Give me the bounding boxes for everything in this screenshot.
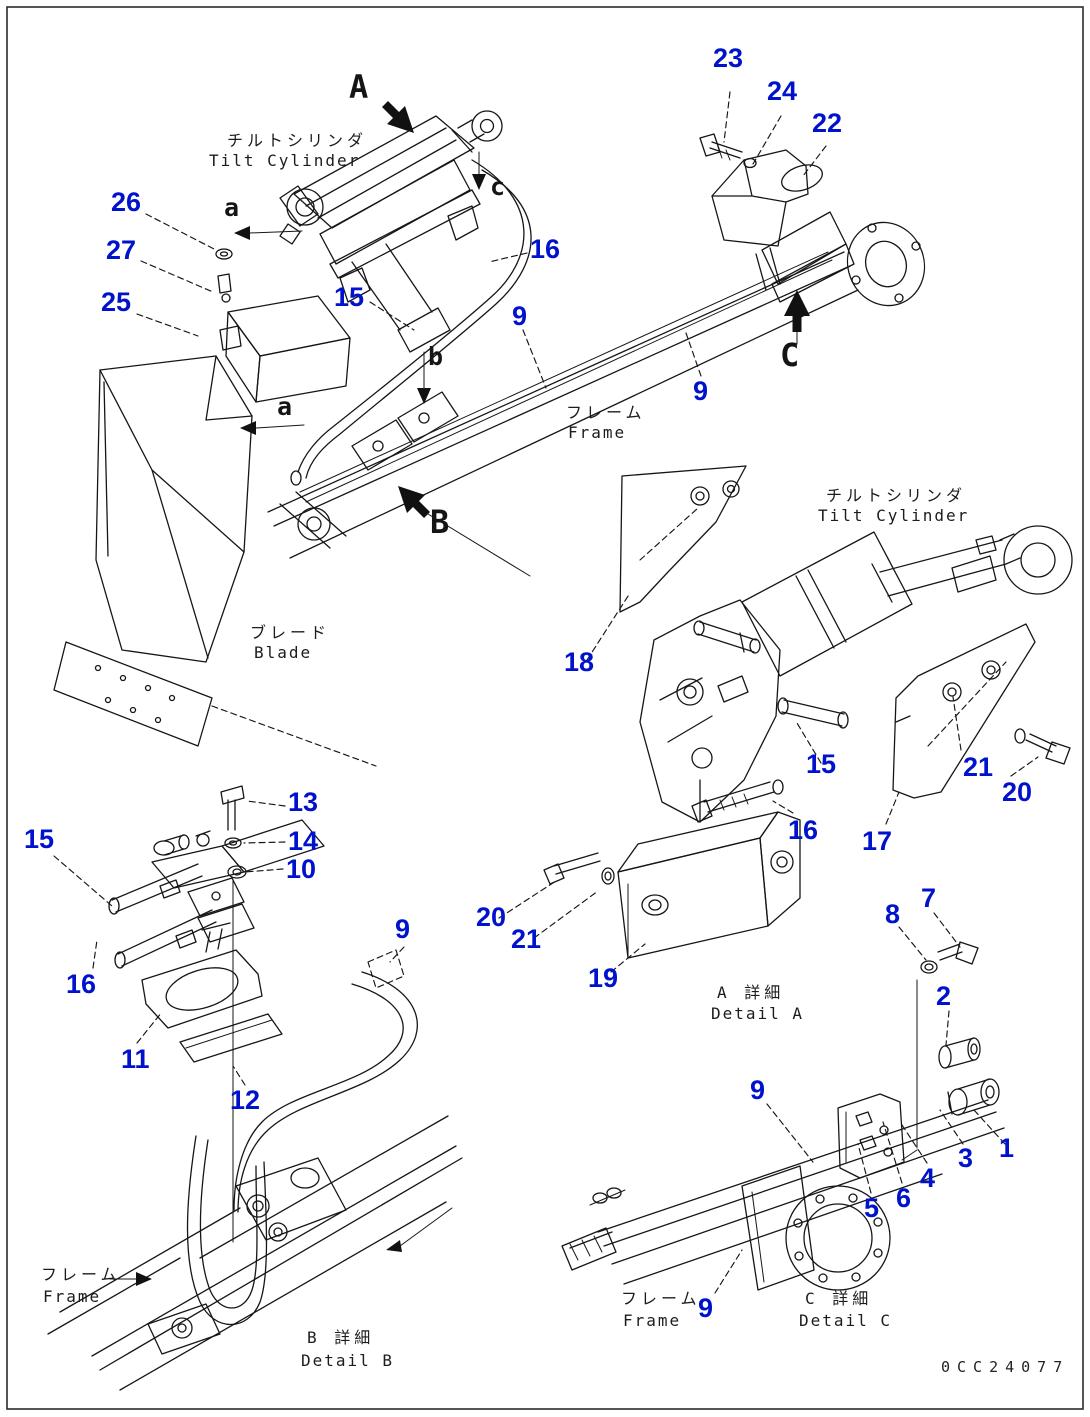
callout-1-31: 1 [999,1133,1015,1163]
callout-9-36: 9 [698,1293,714,1323]
callout-15-11: 15 [806,749,837,779]
callout-21-12: 21 [963,752,994,782]
callout-9-30: 9 [750,1075,766,1105]
detail-c-label-jp: C 詳細 [805,1289,873,1308]
connection-letter-a-2: a [277,392,293,421]
view-arrow-letter-A: A [349,68,369,106]
detail-a-art [543,465,1073,959]
tilt-cylinder-label-en: Tilt Cylinder [209,151,361,170]
connection-letter-b: b [428,342,444,371]
callout-14-17: 14 [288,826,319,856]
callout-21-25: 21 [511,924,542,954]
frame-label-b-jp: フレーム [41,1265,121,1284]
frame-label-main-jp: フレーム [566,403,646,422]
tilt-cylinder-main-art [279,110,503,353]
callout-16-14: 16 [788,815,819,845]
callout-13-16: 13 [288,787,319,817]
callout-23-0: 23 [713,43,744,73]
detail-b-label-en: Detail B [301,1351,395,1370]
view-arrow-letter-C: C [780,336,800,374]
callout-7-28: 7 [921,883,937,913]
frame-label-b-en: Frame [43,1287,102,1306]
leader-lines [53,91,1039,1294]
callout-8-27: 8 [885,899,901,929]
callout-27-4: 27 [106,235,137,265]
callout-17-15: 17 [862,826,893,856]
callout-22-2: 22 [812,108,843,138]
detail-c-label-en: Detail C [799,1311,893,1330]
callout-19-26: 19 [588,963,619,993]
view-arrows [109,101,810,1286]
connection-letter-a-1: a [224,193,240,222]
frame-label-c-en: Frame [623,1311,682,1330]
detail-b-art [47,785,463,1391]
blade-label-jp: ブレード [250,623,331,642]
view-a-arrow-icon [382,101,414,133]
frame-b-pointer-icon [136,1272,152,1286]
connection-a2-arrow-icon [240,421,256,435]
callout-5-34: 5 [864,1193,880,1223]
frame-label-main-en: Frame [568,423,627,442]
connection-a1-arrow-icon [234,226,250,240]
view-c-arrow-icon [784,290,810,332]
connection-letter-c: c [490,172,506,201]
callout-10-18: 10 [286,854,317,884]
tilt-cylinder-detail-label-jp: チルトシリンダ [826,486,967,505]
callout-16-20: 16 [66,969,97,999]
page-border [6,6,1084,1410]
bracket-box-art [215,248,351,403]
callout-18-10: 18 [564,647,595,677]
callout-9-23: 9 [395,914,411,944]
callout-3-32: 3 [958,1143,974,1173]
callout-2-29: 2 [936,981,952,1011]
blade-art [53,355,377,767]
callout-16-6: 16 [530,234,561,264]
drawing-code: 0CC24077 [941,1358,1070,1376]
callout-25-5: 25 [101,287,132,317]
connection-c-arrow-icon [472,174,486,190]
detail-a-label-jp: A 詳細 [717,983,785,1002]
callout-26-3: 26 [111,187,142,217]
callout-9-8: 9 [512,301,528,331]
callout-20-13: 20 [1002,777,1033,807]
frame-label-c-jp: フレーム [621,1289,701,1308]
view-arrow-letter-B: B [430,503,450,541]
tilt-cylinder-label-jp: チルトシリンダ [227,131,368,150]
callout-12-22: 12 [230,1085,261,1115]
tilt-cylinder-detail-label-en: Tilt Cylinder [818,506,970,525]
callout-15-7: 15 [334,282,365,312]
callout-11-21: 11 [121,1044,150,1074]
connection-b-arrow-icon [417,388,431,404]
detail-c-art [561,941,1005,1291]
frame-art [267,133,926,559]
callout-9-9: 9 [693,376,709,406]
detail-a-label-en: Detail A [711,1004,805,1023]
detail-b-pointer-icon [386,1240,402,1252]
view-b-arrow-icon [398,486,430,518]
callout-6-35: 6 [896,1183,912,1213]
detail-b-label-jp: B 詳細 [307,1328,375,1347]
callout-15-19: 15 [24,824,55,854]
blade-label-en: Blade [254,643,313,662]
hose-art-main [290,159,532,486]
callout-20-24: 20 [476,902,507,932]
callout-4-33: 4 [920,1163,936,1193]
callout-24-1: 24 [767,76,798,106]
